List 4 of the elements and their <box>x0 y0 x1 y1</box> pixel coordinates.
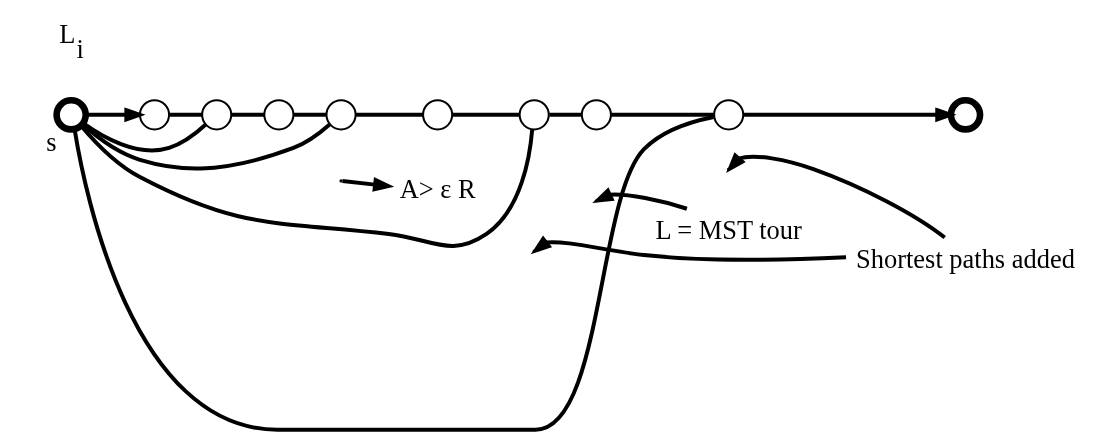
node-text: L = MST tour <box>655 214 802 245</box>
node-label: s <box>46 126 57 157</box>
node-text: Shortest paths added <box>856 243 1075 274</box>
node-text: A> ε R <box>399 173 476 204</box>
